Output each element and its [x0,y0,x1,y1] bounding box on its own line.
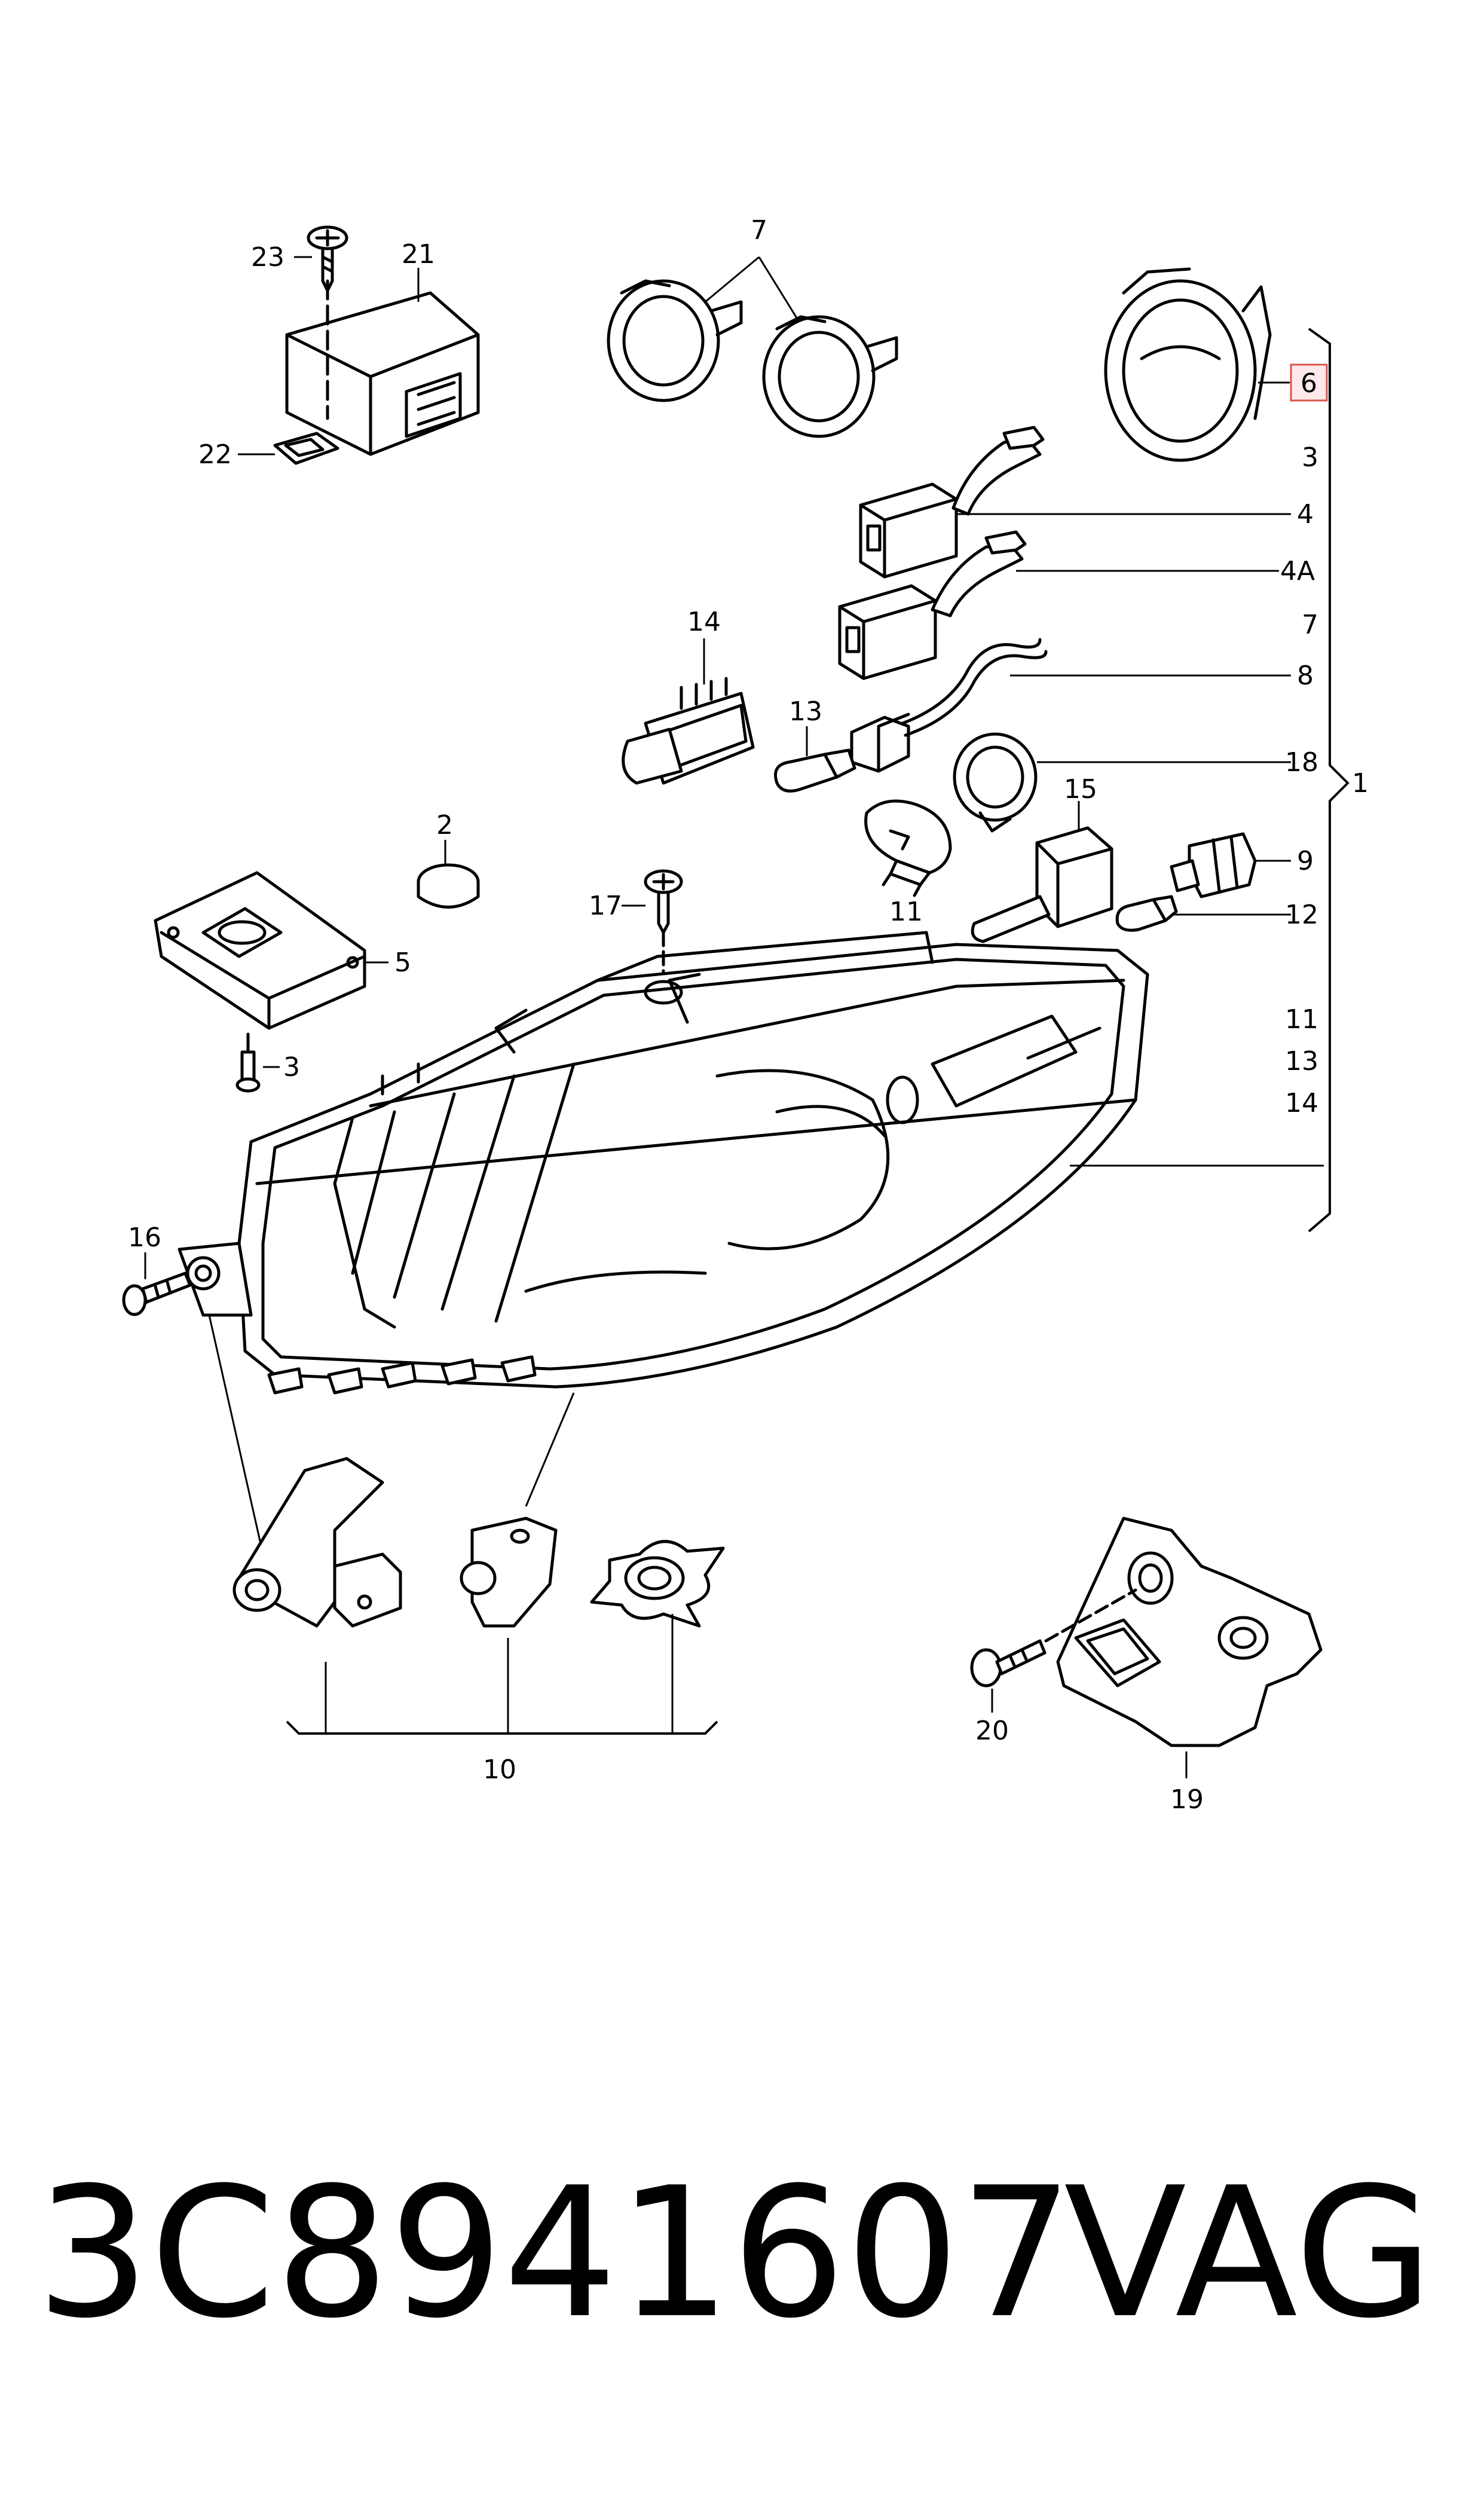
bulb-15 [971,826,1113,943]
ballast-5 [154,871,366,1030]
brand-name: VAG [1064,2149,1434,2358]
screw-23 [307,225,348,292]
cap-7-left [607,279,743,402]
screw-20 [970,1588,1137,1687]
housing-left-ear [178,1242,253,1317]
leader-7-top [705,256,799,320]
callout-18: 18 [1285,747,1318,778]
callout-2: 2 [436,810,453,840]
callout-21: 21 [402,239,435,270]
callout-16: 16 [128,1222,161,1253]
repair-bracket-left [232,1457,402,1628]
cap-6 [1104,267,1272,462]
connector-4 [859,426,1045,579]
callout-17: 17 [589,891,622,921]
socket-18 [953,732,1038,833]
callout-4a: 4A [1280,556,1315,586]
callout-14-right: 14 [1285,1088,1318,1118]
screw-17 [644,869,683,988]
bulb-13 [774,748,856,793]
callout-6: 6 [1301,368,1317,399]
callout-11-right: 11 [1285,1004,1318,1035]
part-number: 3C8941607 [36,2149,1074,2358]
bulb-holder-9 [1170,832,1257,898]
part-number-footer: 3C8941607 VAG [36,2128,1458,2379]
bulb-12 [1115,895,1178,932]
callout-13-right: 13 [1285,1046,1318,1077]
callout-22: 22 [198,439,232,470]
bracket-10 [286,1720,718,1735]
callout-9: 9 [1297,846,1314,876]
callout-8: 8 [1297,661,1314,691]
bracket-1 [1308,328,1350,1233]
callout-6-highlight [1290,363,1328,402]
callout-14-bulb: 14 [687,607,721,637]
connector-4a [838,530,1027,680]
repair-spring-washer [590,1540,725,1628]
cap-7-right [762,315,898,438]
clip-22 [273,432,339,465]
screw-3-left [235,1032,261,1093]
callout-19: 19 [1170,1784,1204,1815]
bracket-19 [1056,1517,1323,1747]
bulb-14 [622,677,755,785]
callout-1: 1 [1352,768,1369,799]
plug-2 [417,863,480,909]
callout-23: 23 [251,242,284,273]
callout-10: 10 [483,1754,516,1785]
callout-12: 12 [1285,900,1318,930]
leader-10-left [208,1314,264,1555]
housing-mount-tabs [267,1355,537,1395]
screw-16 [122,1271,192,1316]
headlight-exploded-diagram: 23 21 22 7 6 4 [122,215,1369,1815]
callout-7-right: 7 [1302,610,1318,640]
callout-7-top: 7 [751,215,767,246]
callout-11-bulb: 11 [889,897,923,927]
bulb-11 [864,799,952,897]
callout-5: 5 [394,947,411,978]
leader-10-middle [525,1392,575,1507]
callout-15: 15 [1064,774,1097,805]
control-unit-21 [285,279,480,456]
callout-3-right: 3 [1302,442,1318,473]
repair-bracket-middle [460,1517,558,1628]
callout-3-left: 3 [283,1052,300,1083]
headlight-housing [237,931,1149,1389]
callout-20: 20 [975,1716,1009,1746]
callout-13-bulb: 13 [789,696,822,727]
callout-4: 4 [1297,499,1314,530]
